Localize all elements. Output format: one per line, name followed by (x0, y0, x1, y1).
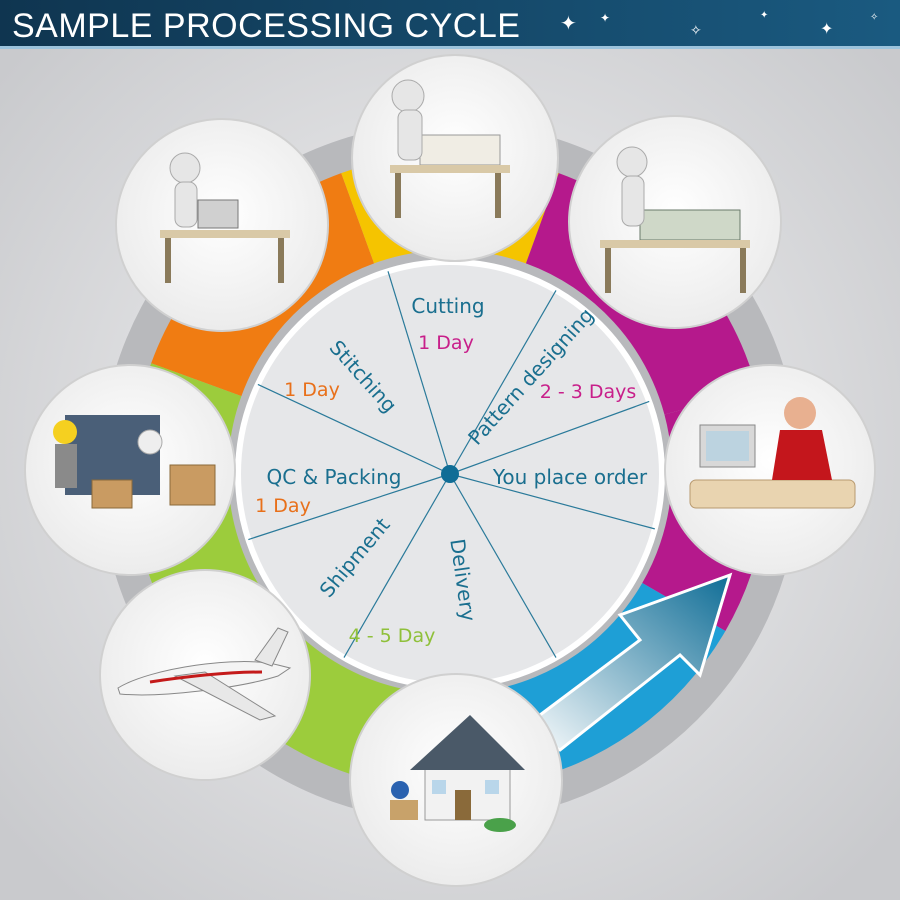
wheel-spoke (343, 473, 451, 658)
house-delivery-icon (349, 673, 563, 887)
wheel-hub (441, 465, 459, 483)
label-cutting: Cutting (411, 294, 484, 318)
cutting-table-icon (351, 54, 559, 262)
wheel-spoke (449, 400, 650, 475)
svg-text:✧: ✧ (870, 12, 878, 23)
duration-cutting: 1 Day (418, 332, 474, 354)
wheel-spokes (248, 271, 655, 658)
office-worker-icon (664, 364, 876, 576)
header-divider (0, 46, 900, 49)
label-qc-packing: QC & Packing (267, 465, 402, 489)
page-title: SAMPLE PROCESSING CYCLE (12, 7, 521, 45)
warehouse-packing-icon (24, 364, 236, 576)
wheel-spoke (449, 473, 557, 658)
svg-text:✦: ✦ (820, 19, 833, 38)
cycle-arrow (517, 572, 733, 752)
wheel-spoke (449, 290, 557, 475)
duration-qc-packing: 1 Day (255, 495, 311, 517)
duration-pattern-designing: 2 - 3 Days (540, 381, 637, 403)
header-bar (0, 0, 900, 48)
airplane-icon (99, 569, 311, 781)
pattern-machine-icon (568, 115, 782, 329)
wheel-spoke (449, 473, 655, 530)
duration-stitching: 1 Day (284, 379, 340, 401)
label-you-place-order: You place order (492, 465, 648, 489)
wheel-spoke (257, 383, 451, 475)
star-decorations: ✦ ✦ ✧ ✦ ✦ ✧ (560, 10, 878, 39)
svg-text:✧: ✧ (690, 23, 702, 39)
sewing-machine-icon (115, 118, 329, 332)
duration-delivery: 4 - 5 Day (349, 625, 436, 647)
wheel-spoke (387, 271, 451, 475)
wheel-spoke (248, 473, 451, 541)
svg-text:✦: ✦ (560, 11, 577, 35)
svg-text:✦: ✦ (760, 10, 768, 21)
svg-text:✦: ✦ (600, 11, 610, 25)
